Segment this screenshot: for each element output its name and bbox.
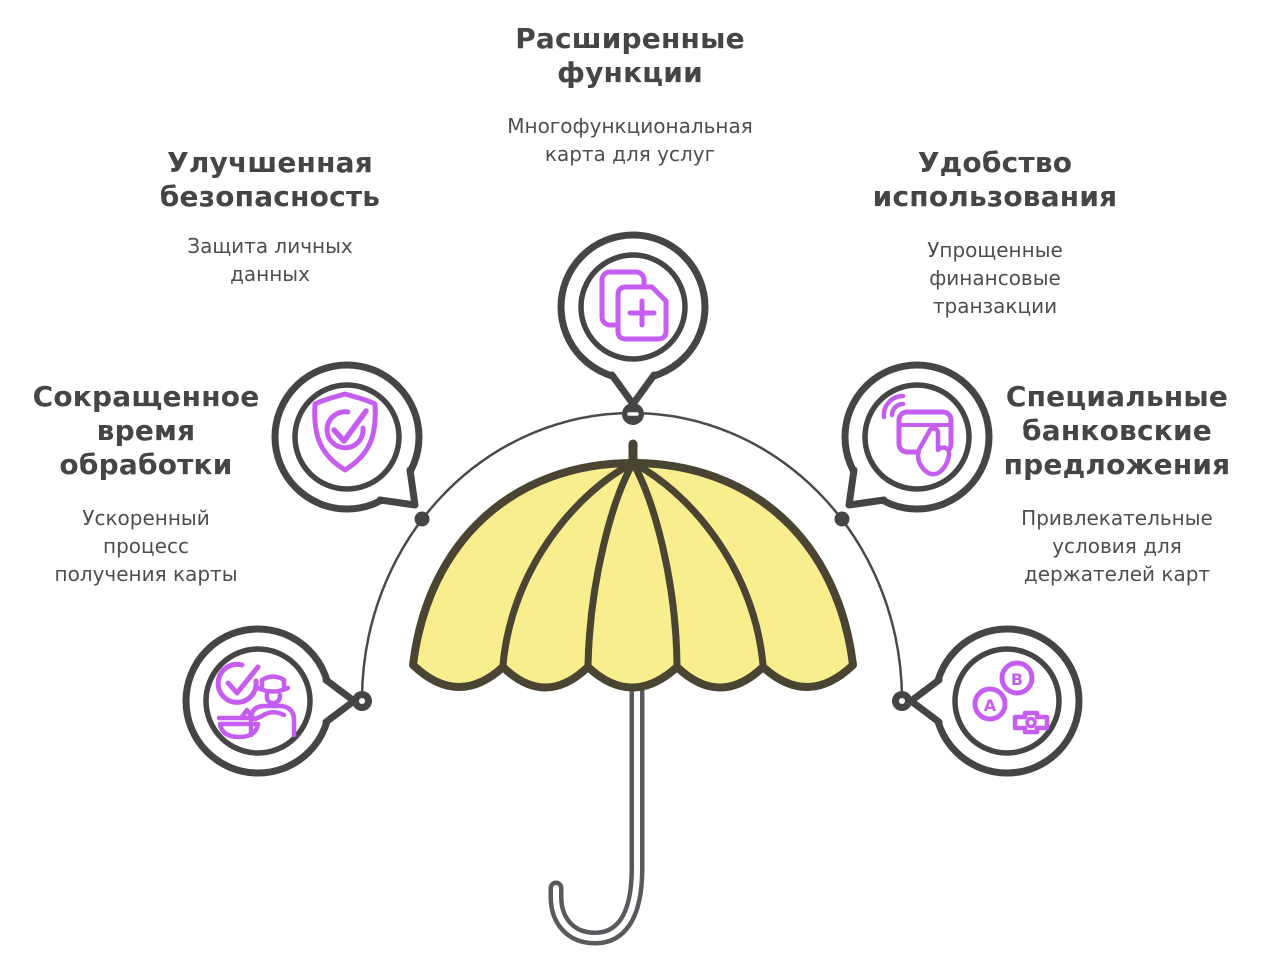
umbrella-handle-inner xyxy=(553,687,640,942)
feature-desc-line: Привлекательные xyxy=(1021,506,1213,530)
feature-title-line: использования xyxy=(872,180,1118,213)
feature-desc-line: Упрощенные xyxy=(927,238,1063,262)
feature-title: Специальные банковские предложения xyxy=(1004,380,1231,482)
shield-check-icon xyxy=(312,391,378,473)
feature-title-line: безопасность xyxy=(159,180,381,213)
feature-title-line: Улучшенная xyxy=(167,146,373,179)
badge-tail-fill xyxy=(608,367,658,407)
special-bank-offers-badge: B A xyxy=(907,625,1083,777)
feature-description: Многофункциональная карта для услуг xyxy=(507,112,753,168)
umbrella-canopy xyxy=(409,459,857,692)
ease-of-use-badge xyxy=(838,361,993,516)
gamepad-buttons-icon: B A xyxy=(972,660,1050,735)
badge-tail-fill xyxy=(318,676,358,726)
feature-title-line: Удобство xyxy=(917,146,1073,179)
feature-desc-line: процесс xyxy=(103,534,189,558)
feature-special-bank-offers: Специальные банковские предложения Привл… xyxy=(1004,380,1231,588)
advanced-features-badge xyxy=(557,231,709,408)
feature-desc-line: условия для xyxy=(1052,534,1182,558)
badge-tail xyxy=(845,466,888,509)
feature-advanced-features: Расширенные функции Многофункциональная … xyxy=(507,22,753,168)
documents-add-icon xyxy=(599,269,669,342)
feature-desc-line: финансовые xyxy=(929,266,1061,290)
feature-title: Удобство использования xyxy=(873,146,1118,214)
umbrella-illustration xyxy=(409,439,857,946)
badge-tail-fill xyxy=(907,676,947,726)
feature-title-line: предложения xyxy=(1003,448,1231,481)
feature-title-line: обработки xyxy=(59,448,233,481)
feature-title: Расширенные функции xyxy=(507,22,753,90)
feature-description: Упрощенные финансовые транзакции xyxy=(873,236,1118,320)
feature-desc-line: Ускоренный xyxy=(82,506,210,530)
umbrella-handle xyxy=(548,682,645,946)
feature-desc-line: транзакции xyxy=(932,294,1058,318)
umbrella-ribs xyxy=(499,459,767,669)
contactless-payment-icon xyxy=(881,393,954,477)
feature-title-line: банковские xyxy=(1022,414,1212,447)
badge-inner-ring xyxy=(203,646,313,756)
button-b-label: B xyxy=(1011,670,1023,689)
feature-description: Ускоренный процесс получения карты xyxy=(33,504,260,588)
improved-security-badge xyxy=(271,361,426,516)
feature-title-line: Сокращенное xyxy=(32,380,260,413)
feature-desc-line: Многофункциональная xyxy=(507,114,753,138)
connector-dots xyxy=(352,403,912,711)
feature-description: Защита личных данных xyxy=(160,232,380,288)
feature-description: Привлекательные условия для держателей к… xyxy=(1004,504,1231,588)
reduced-processing-time-badge xyxy=(182,625,358,777)
feature-reduced-processing-time: Сокращенное время обработки Ускоренный п… xyxy=(33,380,260,588)
badge-tail xyxy=(376,466,419,509)
feature-title-line: Специальные xyxy=(1005,380,1229,413)
feature-title-line: Расширенные xyxy=(515,22,745,55)
feature-title-line: функции xyxy=(557,56,703,89)
dpad-shape xyxy=(1012,710,1050,735)
feature-ease-of-use: Удобство использования Упрощенные финанс… xyxy=(873,146,1118,320)
feature-title-line: время xyxy=(96,414,196,447)
feature-desc-line: держателей карт xyxy=(1023,562,1211,586)
officer-approval-icon xyxy=(215,661,297,740)
feature-title: Улучшенная безопасность xyxy=(160,146,380,214)
button-a-label: A xyxy=(984,696,997,715)
feature-desc-line: получения карты xyxy=(54,562,238,586)
feature-desc-line: данных xyxy=(230,262,310,286)
feature-improved-security: Улучшенная безопасность Защита личных да… xyxy=(160,146,380,288)
feature-desc-line: карта для услуг xyxy=(544,142,716,166)
feature-title: Сокращенное время обработки xyxy=(33,380,260,482)
feature-desc-line: Защита личных xyxy=(187,234,353,258)
